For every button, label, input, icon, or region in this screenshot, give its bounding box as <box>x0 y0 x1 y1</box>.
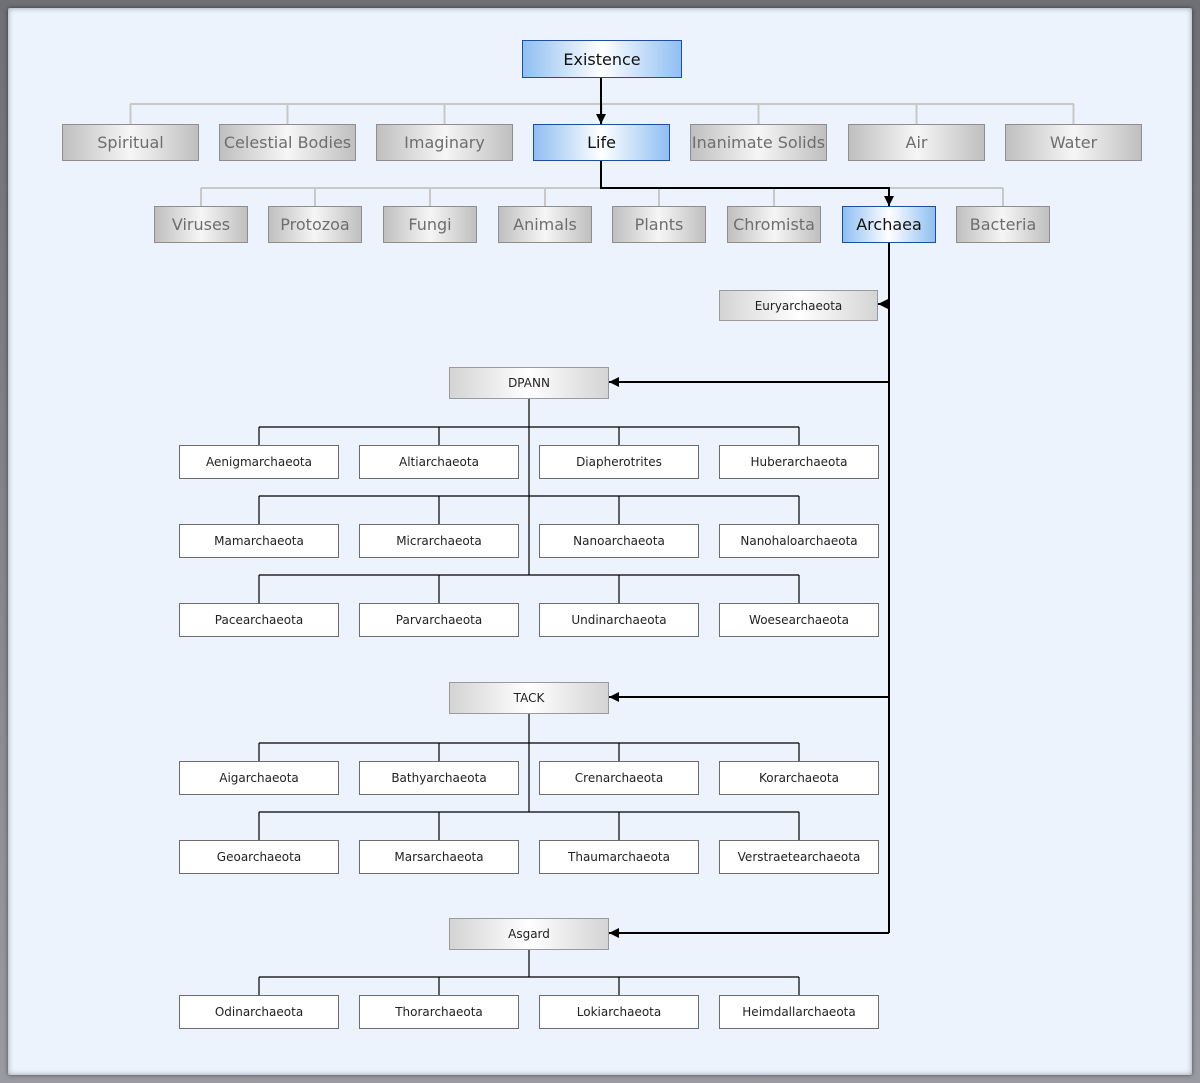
node-asgard[interactable]: Asgard <box>449 918 609 950</box>
node-woesearchaeota-label: Woesearchaeota <box>749 613 849 627</box>
node-imaginary-label: Imaginary <box>404 133 485 152</box>
node-protozoa-label: Protozoa <box>280 215 350 234</box>
node-pacearchaeota-label: Pacearchaeota <box>214 613 304 627</box>
node-heimdallarchaeota[interactable]: Heimdallarchaeota <box>719 995 879 1029</box>
node-spiritual[interactable]: Spiritual <box>62 124 199 161</box>
node-air-label: Air <box>905 133 928 152</box>
node-bacteria[interactable]: Bacteria <box>956 206 1050 243</box>
node-celestial-bodies[interactable]: Celestial Bodies <box>219 124 356 161</box>
node-verstraetearchaeota[interactable]: Verstraetearchaeota <box>719 840 879 874</box>
node-parvarchaeota[interactable]: Parvarchaeota <box>359 603 519 637</box>
node-animals[interactable]: Animals <box>498 206 592 243</box>
node-undinarchaeota-label: Undinarchaeota <box>571 613 667 627</box>
node-plants-label: Plants <box>634 215 684 234</box>
node-nanoarchaeota-label: Nanoarchaeota <box>573 534 665 548</box>
node-air[interactable]: Air <box>848 124 985 161</box>
node-micrarchaeota[interactable]: Micrarchaeota <box>359 524 519 558</box>
node-geoarchaeota-label: Geoarchaeota <box>216 850 302 864</box>
node-nanohaloarchaeota[interactable]: Nanohaloarchaeota <box>719 524 879 558</box>
node-aigarchaeota-label: Aigarchaeota <box>219 771 299 785</box>
node-asgard-label: Asgard <box>508 927 550 941</box>
node-thaumarchaeota-label: Thaumarchaeota <box>568 850 670 864</box>
node-spiritual-label: Spiritual <box>97 133 164 152</box>
node-nanoarchaeota[interactable]: Nanoarchaeota <box>539 524 699 558</box>
node-altiarchaeota-label: Altiarchaeota <box>399 455 479 469</box>
node-dpann-label: DPANN <box>508 376 550 390</box>
node-inanimate-solids-label: Inanimate Solids <box>691 133 826 152</box>
node-diapherotrites[interactable]: Diapherotrites <box>539 445 699 479</box>
node-fungi[interactable]: Fungi <box>383 206 477 243</box>
node-archaea-label: Archaea <box>856 215 922 234</box>
node-protozoa[interactable]: Protozoa <box>268 206 362 243</box>
node-lokiarchaeota[interactable]: Lokiarchaeota <box>539 995 699 1029</box>
node-celestial-bodies-label: Celestial Bodies <box>223 133 352 152</box>
node-diapherotrites-label: Diapherotrites <box>576 455 662 469</box>
node-undinarchaeota[interactable]: Undinarchaeota <box>539 603 699 637</box>
node-parvarchaeota-label: Parvarchaeota <box>395 613 483 627</box>
node-thorarchaeota[interactable]: Thorarchaeota <box>359 995 519 1029</box>
node-dpann[interactable]: DPANN <box>449 367 609 399</box>
node-existence[interactable]: Existence <box>522 40 682 78</box>
node-crenarchaeota[interactable]: Crenarchaeota <box>539 761 699 795</box>
node-odinarchaeota[interactable]: Odinarchaeota <box>179 995 339 1029</box>
node-verstraetearchaeota-label: Verstraetearchaeota <box>737 850 861 864</box>
node-altiarchaeota[interactable]: Altiarchaeota <box>359 445 519 479</box>
node-thaumarchaeota[interactable]: Thaumarchaeota <box>539 840 699 874</box>
node-bathyarchaeota-label: Bathyarchaeota <box>391 771 487 785</box>
node-animals-label: Animals <box>513 215 577 234</box>
node-crenarchaeota-label: Crenarchaeota <box>574 771 664 785</box>
node-thorarchaeota-label: Thorarchaeota <box>395 1005 483 1019</box>
node-euryarchaeota-label: Euryarchaeota <box>754 298 843 313</box>
node-fungi-label: Fungi <box>408 215 452 234</box>
node-aenigmarchaeota-label: Aenigmarchaeota <box>206 455 312 469</box>
node-chromista[interactable]: Chromista <box>727 206 821 243</box>
life-archaea-connector <box>600 160 894 206</box>
node-viruses[interactable]: Viruses <box>154 206 248 243</box>
node-mamarchaeota-label: Mamarchaeota <box>214 534 304 548</box>
node-pacearchaeota[interactable]: Pacearchaeota <box>179 603 339 637</box>
node-bathyarchaeota[interactable]: Bathyarchaeota <box>359 761 519 795</box>
node-geoarchaeota[interactable]: Geoarchaeota <box>179 840 339 874</box>
node-odinarchaeota-label: Odinarchaeota <box>214 1005 304 1019</box>
node-archaea[interactable]: Archaea <box>842 206 936 243</box>
node-aenigmarchaeota[interactable]: Aenigmarchaeota <box>179 445 339 479</box>
node-existence-label: Existence <box>563 49 641 69</box>
node-water-label: Water <box>1049 133 1098 152</box>
node-mamarchaeota[interactable]: Mamarchaeota <box>179 524 339 558</box>
node-korarchaeota[interactable]: Korarchaeota <box>719 761 879 795</box>
node-imaginary[interactable]: Imaginary <box>376 124 513 161</box>
node-woesearchaeota[interactable]: Woesearchaeota <box>719 603 879 637</box>
node-huberarchaeota[interactable]: Huberarchaeota <box>719 445 879 479</box>
node-euryarchaeota[interactable]: Euryarchaeota <box>719 290 878 321</box>
node-water[interactable]: Water <box>1005 124 1142 161</box>
node-micrarchaeota-label: Micrarchaeota <box>396 534 482 548</box>
node-bacteria-label: Bacteria <box>969 215 1037 234</box>
node-marsarchaeota-label: Marsarchaeota <box>394 850 484 864</box>
node-heimdallarchaeota-label: Heimdallarchaeota <box>742 1005 856 1019</box>
node-marsarchaeota[interactable]: Marsarchaeota <box>359 840 519 874</box>
node-nanohaloarchaeota-label: Nanohaloarchaeota <box>740 534 858 548</box>
node-tack-label: TACK <box>513 691 545 705</box>
node-plants[interactable]: Plants <box>612 206 706 243</box>
node-lokiarchaeota-label: Lokiarchaeota <box>576 1005 662 1019</box>
node-aigarchaeota[interactable]: Aigarchaeota <box>179 761 339 795</box>
node-viruses-label: Viruses <box>171 215 231 234</box>
node-tack[interactable]: TACK <box>449 682 609 714</box>
node-life-label: Life <box>587 133 616 152</box>
node-korarchaeota-label: Korarchaeota <box>759 771 839 785</box>
node-life[interactable]: Life <box>533 124 670 161</box>
node-huberarchaeota-label: Huberarchaeota <box>750 455 848 469</box>
node-chromista-label: Chromista <box>733 215 815 234</box>
node-inanimate-solids[interactable]: Inanimate Solids <box>690 124 827 161</box>
